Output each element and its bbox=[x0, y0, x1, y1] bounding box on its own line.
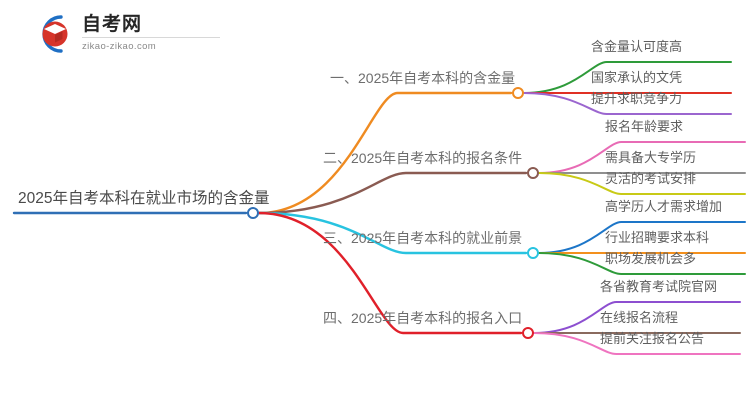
branch-2-label: 二、2025年自考本科的报名条件 bbox=[323, 150, 523, 166]
leaf-1-3-label: 提升求职竞争力 bbox=[591, 91, 683, 106]
leaf-3-3-label: 职场发展机会多 bbox=[605, 251, 697, 266]
branch-4-label: 四、2025年自考本科的报名入口 bbox=[323, 310, 523, 326]
branch-4-node-dot[interactable] bbox=[522, 327, 534, 339]
leaf-edge-1-1 bbox=[523, 61, 732, 94]
branch-3-node-dot[interactable] bbox=[527, 247, 539, 259]
leaf-2-1-label: 报名年龄要求 bbox=[605, 119, 684, 134]
branch-3-label: 三、2025年自考本科的就业前景 bbox=[323, 230, 523, 246]
leaf-edge-4-3 bbox=[533, 332, 741, 355]
logo-subtitle: zikao-zikao.com bbox=[82, 41, 157, 52]
branch-1-node-dot[interactable] bbox=[512, 87, 524, 99]
branch-edge-1 bbox=[257, 91, 513, 215]
branch-edge-3 bbox=[257, 211, 528, 255]
branch-1-label: 一、2025年自考本科的含金量 bbox=[330, 70, 516, 86]
branch-edge-2 bbox=[257, 171, 528, 215]
leaf-edge-4-1 bbox=[533, 301, 741, 334]
leaf-edge-3-1 bbox=[538, 221, 746, 254]
root-node-dot[interactable] bbox=[247, 207, 259, 219]
leaf-4-1-label: 各省教育考试院官网 bbox=[600, 279, 718, 294]
leaf-2-2-label: 需具备大专学历 bbox=[605, 150, 697, 165]
leaf-3-1-label: 高学历人才需求增加 bbox=[605, 199, 723, 214]
logo-mark-icon bbox=[30, 12, 76, 56]
leaf-2-3-label: 灵活的考试安排 bbox=[605, 171, 697, 186]
leaf-edge-1-3 bbox=[523, 92, 732, 115]
leaf-1-1-label: 含金量认可度高 bbox=[591, 39, 683, 54]
leaf-3-2-label: 行业招聘要求本科 bbox=[605, 230, 710, 245]
branch-edge-4 bbox=[257, 211, 523, 335]
logo-title: 自考网 bbox=[82, 14, 220, 38]
leaf-1-2-label: 国家承认的文凭 bbox=[591, 70, 683, 85]
leaf-edge-3-3 bbox=[538, 252, 746, 275]
leaf-4-2-label: 在线报名流程 bbox=[600, 310, 679, 325]
site-logo: 自考网 zikao-zikao.com bbox=[30, 10, 220, 58]
leaf-edge-2-1 bbox=[538, 141, 746, 174]
root-node-label: 2025年自考本科在就业市场的含金量 bbox=[18, 190, 270, 207]
leaf-edge-2-3 bbox=[538, 172, 746, 195]
logo-text: 自考网 zikao-zikao.com bbox=[82, 14, 220, 54]
leaf-4-3-label: 提前关注报名公告 bbox=[600, 331, 705, 346]
branch-2-node-dot[interactable] bbox=[527, 167, 539, 179]
